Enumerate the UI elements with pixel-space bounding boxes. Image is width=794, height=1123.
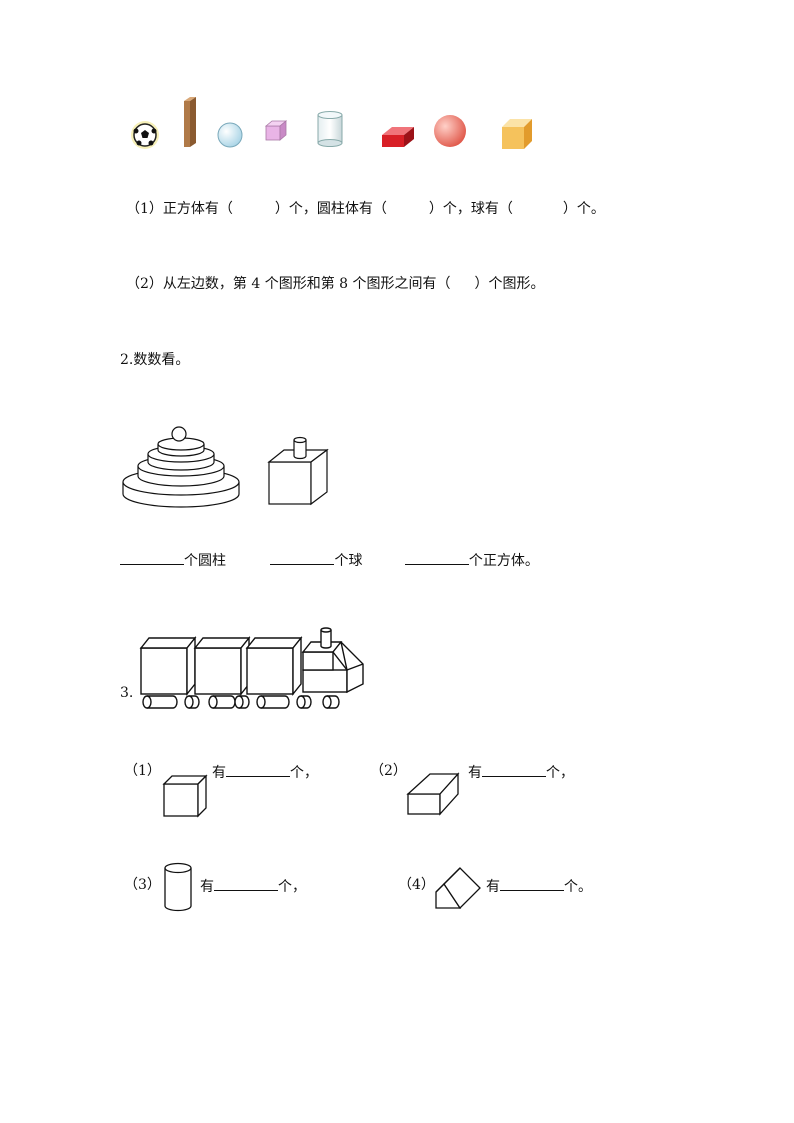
q3-p3-post: 个， [278, 879, 306, 895]
q3-p2-post: 个， [546, 765, 574, 781]
q3-p3-number: （3） [124, 877, 161, 893]
q1-part2: （2）从左边数，第 4 个图形和第 8 个图形之间有（ ）个图形。 [126, 275, 545, 293]
rectangular-prism-icon [406, 772, 460, 816]
q1-part1-number: （1） [126, 201, 163, 217]
q3-p3-answer: 有 个， [200, 876, 306, 896]
answer-blank[interactable] [270, 550, 335, 565]
answer-blank[interactable] [226, 762, 290, 777]
sphere-icon [434, 115, 466, 147]
rectangular-prism-icon [382, 127, 414, 147]
train-engine [301, 627, 364, 694]
q3-p3-pre: 有 [200, 879, 214, 895]
q2-answer-label-3: 个正方体。 [468, 553, 539, 569]
train-figure [139, 627, 364, 709]
cylinder-icon [317, 111, 343, 147]
q3-p1-post: 个， [290, 765, 318, 781]
q2-answer-label-1: 个圆柱 [184, 553, 226, 569]
q3-p4-number: （4） [398, 877, 435, 893]
q1-part2-text: 从左边数，第 4 个图形和第 8 个图形之间有（ [162, 276, 451, 292]
answer-blank[interactable] [500, 876, 564, 891]
sphere-icon [217, 122, 243, 148]
wheels [142, 695, 340, 709]
tall-prism-icon [184, 97, 196, 147]
q2-figures [122, 426, 329, 508]
stacked-cylinders-icon [122, 426, 240, 508]
cube-icon [264, 120, 288, 141]
cube-with-cylinder-icon [267, 436, 329, 506]
q3-p4-post: 个。 [564, 879, 592, 895]
soccer-ball-icon [131, 121, 159, 149]
q1-part1-text-c: ）个，球有（ [428, 201, 513, 217]
answer-blank[interactable] [214, 876, 278, 891]
q3-p2-pre: 有 [468, 765, 482, 781]
cylinder-icon [164, 862, 192, 912]
q3-p1-answer: 有 个， [212, 762, 318, 782]
answer-blank[interactable] [120, 550, 184, 565]
q2-title: 2.数数看。 [120, 352, 190, 368]
q3-p1-pre: 有 [212, 765, 226, 781]
q1-part2-number: （2） [126, 276, 163, 292]
q1-part1-text-d: ）个。 [562, 201, 605, 217]
cube-icon [502, 119, 532, 149]
answer-blank[interactable] [404, 550, 469, 565]
q1-part1-text-a: 正方体有（ [162, 201, 233, 217]
q2-answer-label-2: 个球 [334, 553, 363, 569]
train-cube [193, 636, 251, 696]
q3-label: 3. [120, 685, 134, 701]
q3-p2-number: （2） [370, 763, 407, 779]
q3-p1-number: （1） [124, 763, 161, 779]
q3-p2-answer: 有 个， [468, 762, 574, 782]
train-cube [245, 636, 303, 696]
q1-part1: （1）正方体有（ ）个，圆柱体有（ ）个，球有（ ）个。 [126, 200, 605, 218]
q3-p4-pre: 有 [486, 879, 500, 895]
q1-part1-text-b: ）个，圆柱体有（ [274, 201, 387, 217]
answer-blank[interactable] [482, 762, 546, 777]
q3-p4-answer: 有 个。 [486, 876, 592, 896]
q2-answers: 个圆柱 个球 个正方体。 [120, 550, 539, 570]
train-cube [139, 636, 197, 696]
q1-part2-text-end: ）个图形。 [474, 276, 545, 292]
shapes-row [131, 97, 532, 149]
cube-icon [162, 774, 208, 818]
triangular-prism-icon [435, 867, 481, 910]
